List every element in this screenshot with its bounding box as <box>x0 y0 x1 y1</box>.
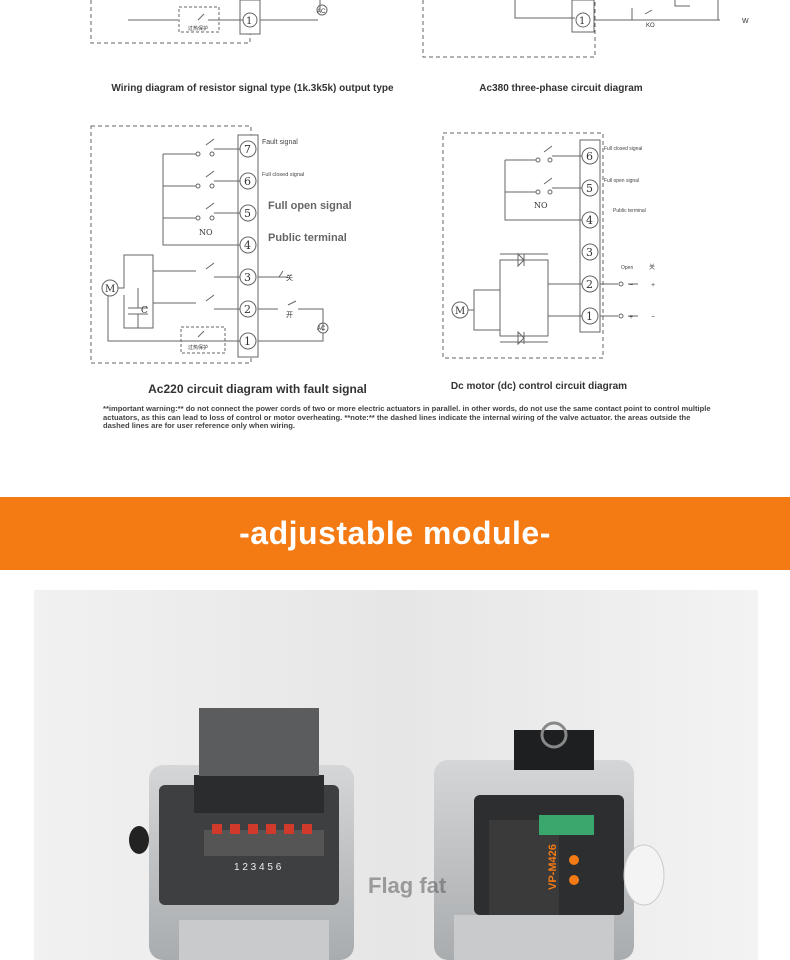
caption-resistor: Wiring diagram of resistor signal type (… <box>111 83 394 94</box>
no-label: NO <box>199 228 213 237</box>
watermark: Flag fat <box>368 873 447 898</box>
minus-label-bottom: − <box>651 314 655 321</box>
caption-ac380: Ac380 three-phase circuit diagram <box>479 83 643 94</box>
ac-label: AC <box>317 9 326 15</box>
caption-dc: Dc motor (dc) control circuit diagram <box>450 381 628 392</box>
overheat-label: 过热保护 <box>188 344 208 351</box>
terminal-1-label: 1 <box>579 16 585 27</box>
full-open-signal-label: Full open signal <box>604 178 639 184</box>
terminal-numbers: 1 2 3 4 5 6 <box>234 862 282 873</box>
module-label: VP-M426 <box>547 844 559 890</box>
terminal-3-label: 3 <box>244 271 251 284</box>
terminal-5-label: 5 <box>244 207 251 220</box>
caption-ac220: Ac220 circuit diagram with fault signal <box>148 382 367 396</box>
motor-label: M <box>105 284 115 295</box>
terminal-1-label: 1 <box>586 310 593 323</box>
product-photo: VP-M426 1 2 3 4 5 6 <box>34 590 758 960</box>
full-open-signal-label: Full open signal <box>268 200 352 212</box>
terminal-6-label: 6 <box>244 175 251 188</box>
terminal-4-label: 4 <box>586 214 593 227</box>
terminal-3-label: 3 <box>586 246 593 259</box>
overheat-label: 过热保护 <box>188 25 208 32</box>
terminal-4-label: 4 <box>244 239 251 252</box>
right-actuator <box>434 721 665 960</box>
ac380-diagram: 1 KO W <box>420 0 760 62</box>
ko-label: KO <box>646 23 655 29</box>
open-label: 开 <box>286 311 293 319</box>
terminal-1-label: 1 <box>246 16 252 27</box>
wiring-warning: **important warning:** do not connect th… <box>103 404 711 431</box>
plus-label-bottom: + <box>629 314 633 321</box>
close-mark: 关 <box>649 263 655 271</box>
no-label: NO <box>534 201 548 210</box>
dc-diagram: 6 5 4 3 2 1 Full closed signal Full open… <box>440 130 680 360</box>
resistor-diagram: 1 AC 过热保护 <box>88 0 348 50</box>
left-actuator <box>129 708 354 960</box>
banner-title: -adjustable module- <box>239 515 551 551</box>
w-label: W <box>742 18 749 25</box>
full-closed-signal-label: Full closed signal <box>262 172 304 178</box>
terminal-5-label: 5 <box>586 182 593 195</box>
public-terminal-label: Public terminal <box>268 232 347 244</box>
minus-label-top: − <box>629 282 633 289</box>
ac-label: AC <box>317 326 326 332</box>
close-label: 关 <box>286 273 293 282</box>
terminal-1-label: 1 <box>244 335 251 348</box>
motor-label: M <box>455 306 465 317</box>
public-terminal-label: Public terminal <box>613 208 646 214</box>
plus-label-top: + <box>651 282 655 289</box>
fault-signal-label: Fault signal <box>262 139 298 146</box>
capacitor-label: C <box>141 306 148 316</box>
terminal-2-label: 2 <box>586 278 593 291</box>
terminal-2-label: 2 <box>244 303 251 316</box>
terminal-7-label: 7 <box>244 143 251 156</box>
ac220-diagram: 7 6 5 4 3 2 1 Fault signal Full closed s… <box>88 123 368 368</box>
section-banner: -adjustable module- <box>0 497 790 570</box>
terminal-6-label: 6 <box>586 150 593 163</box>
open-label: Open <box>621 265 633 271</box>
full-closed-signal-label: Full closed signal <box>604 146 642 152</box>
